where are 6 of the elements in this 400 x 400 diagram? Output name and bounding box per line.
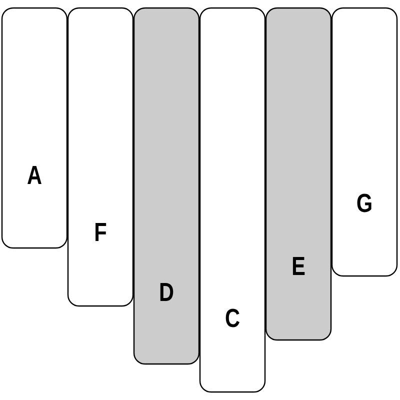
key-bar: F xyxy=(67,7,134,307)
key-bar: E xyxy=(265,7,332,341)
key-bar: C xyxy=(199,7,266,393)
key-bar: G xyxy=(331,7,398,277)
key-bar: D xyxy=(133,7,200,365)
key-bar: A xyxy=(1,7,68,249)
